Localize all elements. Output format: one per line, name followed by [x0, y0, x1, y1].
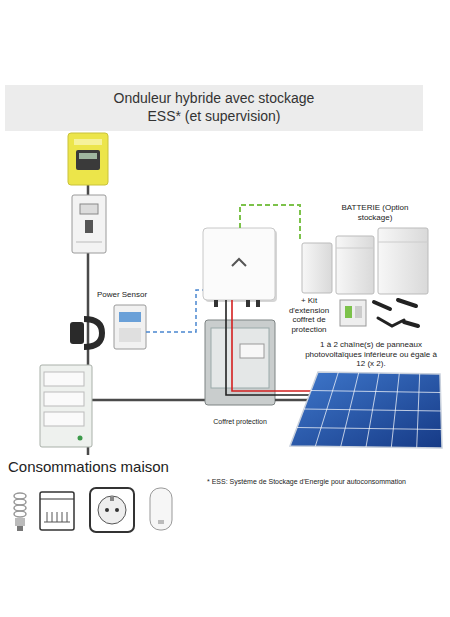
- extension-kit-box: [340, 300, 366, 326]
- battery-medium: [336, 236, 374, 294]
- protection-breaker: [240, 344, 264, 358]
- mc4-connector: [398, 300, 416, 306]
- solar-array: 1 à 2 chaîne(s) de panneaux photovoltaïq…: [300, 340, 442, 450]
- kit-part: [345, 306, 352, 318]
- current-clamp-jaw: [84, 319, 102, 347]
- bulb-spiral: [14, 499, 26, 505]
- meter-strip: [74, 139, 102, 145]
- protection-box-door: [211, 328, 269, 388]
- socket-hole: [105, 508, 109, 512]
- mc4-connector: [374, 302, 390, 309]
- battery-cable: [240, 205, 300, 240]
- communication-cable: [146, 290, 203, 332]
- node-heading: BATTERIE (Option stockage): [325, 203, 425, 222]
- meter-screen: [76, 150, 100, 170]
- breaker-row: [44, 412, 84, 426]
- dishwasher-panel: [40, 499, 74, 500]
- board-mark: [78, 436, 83, 441]
- node-heading: 1 à 2 chaîne(s) de panneaux photovoltaïq…: [300, 340, 442, 369]
- kit-part: [355, 306, 362, 318]
- cable-connector: [275, 399, 300, 402]
- distribution-board: [40, 365, 92, 447]
- breaker-row: [44, 372, 84, 386]
- socket-icon: [90, 488, 134, 532]
- breaker-row: [44, 392, 84, 406]
- bulb-spiral: [14, 505, 26, 511]
- sensor-terminals: [119, 328, 141, 342]
- breaker-switch: [85, 220, 93, 233]
- socket-plate: [90, 488, 134, 532]
- protection-box: [205, 320, 275, 405]
- current-clamp: [70, 322, 84, 344]
- socket-well: [98, 496, 126, 524]
- y-connector: [378, 318, 404, 326]
- water-heater-control: [158, 520, 164, 524]
- panel-grid-line: [304, 409, 441, 411]
- breaker-cover: [80, 204, 98, 214]
- bulb-base: [15, 518, 25, 526]
- bulb-spiral: [14, 493, 26, 499]
- panel-grid-line: [297, 428, 442, 430]
- inverter-logo: [232, 259, 246, 266]
- panel-grid: [297, 372, 442, 447]
- sensor-display: [119, 312, 141, 322]
- solar-panels: [290, 372, 442, 448]
- water-heater-icon: [150, 488, 172, 530]
- house-loads: Consommations maison: [8, 458, 208, 478]
- mc4-connector: [404, 322, 418, 326]
- diagram-title: Onduleur hybride avec stockage ESS* (et …: [99, 89, 329, 125]
- battery-seam: [378, 242, 428, 243]
- socket-earth: [110, 497, 114, 501]
- energy-meter: [68, 133, 108, 185]
- node-heading: Consommations maison: [8, 458, 208, 476]
- socket-hole: [115, 508, 119, 512]
- main-breaker: [72, 195, 106, 253]
- bulb-spiral: [14, 511, 26, 517]
- battery-seam: [336, 248, 374, 249]
- breaker-line: [76, 242, 102, 243]
- panel-grid-line: [311, 391, 441, 393]
- bulb-icon: [14, 493, 26, 531]
- bulb-cap: [17, 526, 23, 531]
- power-sensor-device: [114, 305, 146, 349]
- node-heading: + Kit d'extension coffret de protection: [282, 296, 336, 334]
- node-heading: Coffret protection: [205, 418, 275, 426]
- footnote: * ESS: Système de Stockage d'Energie pou…: [207, 478, 443, 486]
- ac-cable: [92, 399, 205, 402]
- power-sensor: Power Sensor: [92, 290, 152, 352]
- inverter-connector: [246, 300, 250, 307]
- title-band: [5, 85, 423, 131]
- dishwasher-icon: [40, 492, 74, 530]
- inverter-connector: [256, 300, 260, 307]
- battery-small: [302, 243, 332, 293]
- inverter-connector: [214, 300, 218, 307]
- protection-box-node: Coffret protection: [205, 320, 275, 426]
- water-heater-body: [150, 488, 172, 530]
- node-heading: Power Sensor: [92, 290, 152, 300]
- dishwasher-rack: [44, 512, 70, 522]
- hybrid-inverter: [203, 228, 275, 300]
- meter-display: [79, 153, 97, 159]
- battery-large: [378, 228, 428, 294]
- dishwasher-body: [40, 492, 74, 530]
- battery-group: BATTERIE (Option stockage): [325, 203, 425, 225]
- extension-kit: + Kit d'extension coffret de protection: [282, 296, 336, 337]
